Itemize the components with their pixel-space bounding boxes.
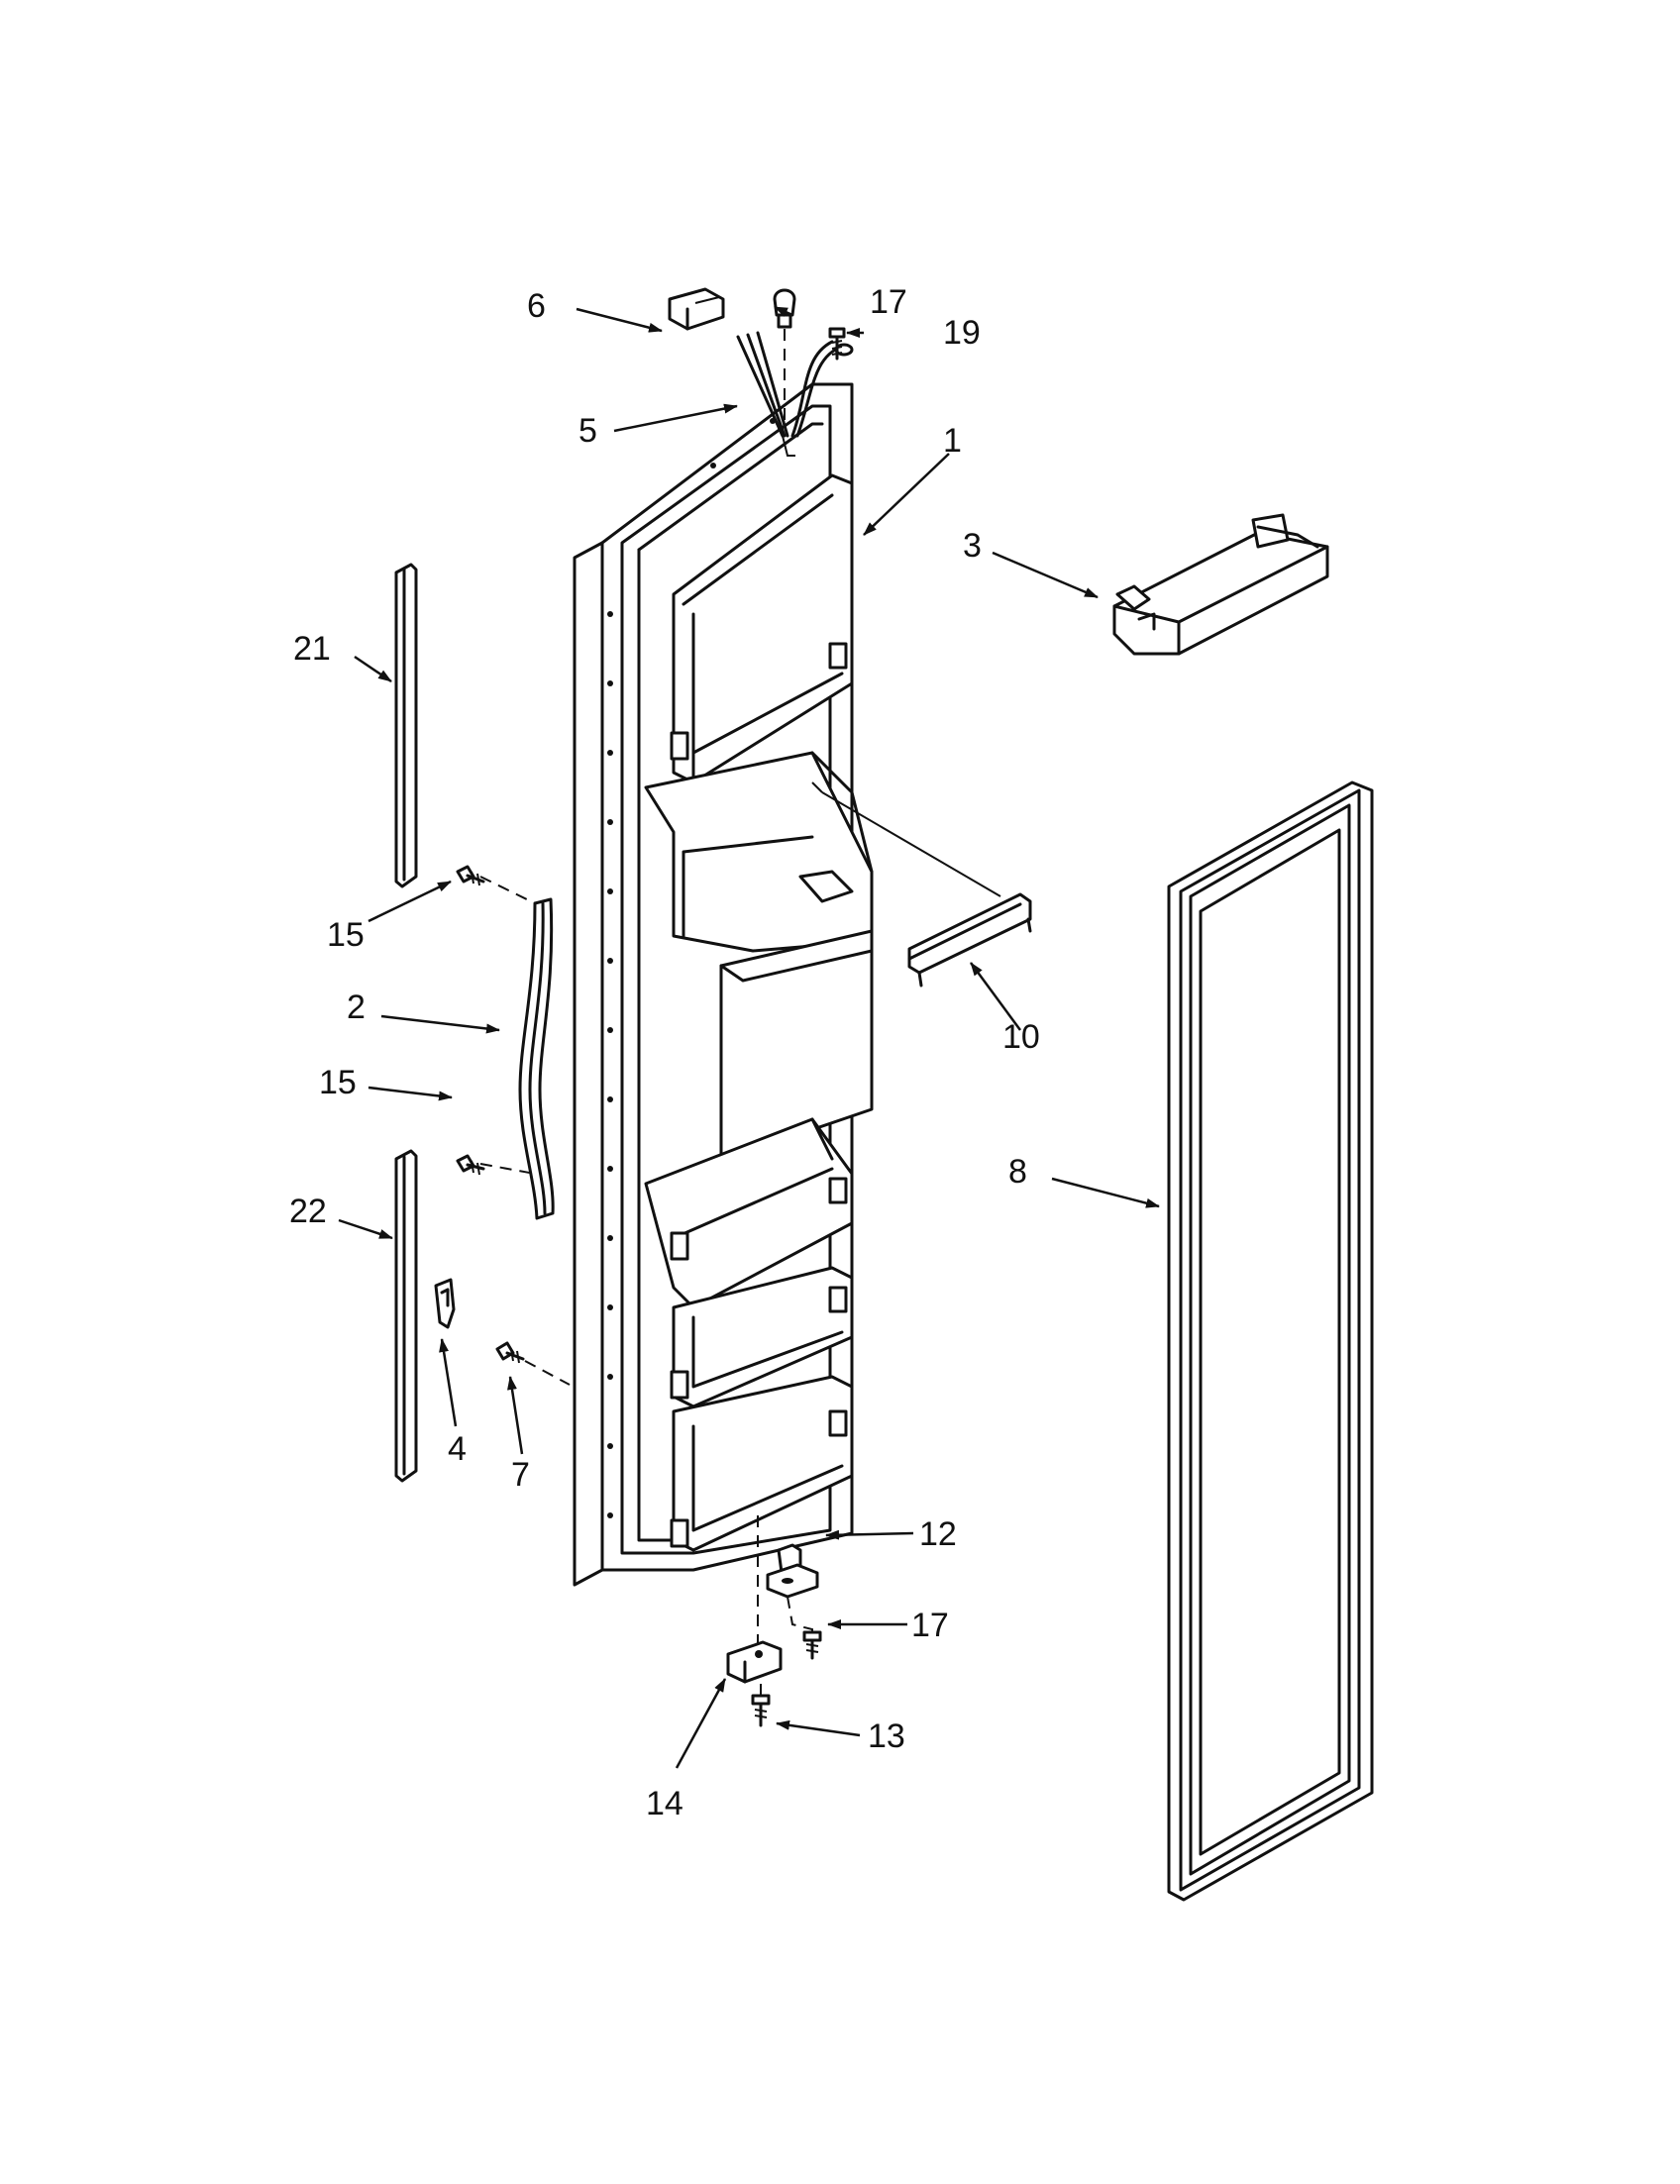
callout-13: 13 — [868, 1717, 905, 1755]
callout-14: 14 — [646, 1785, 683, 1822]
callout-7: 7 — [511, 1456, 530, 1494]
callout-labels: 6 5 17 19 1 3 21 15 2 15 22 4 7 10 8 12 … — [289, 283, 1040, 1822]
callout-4: 4 — [448, 1430, 467, 1468]
callout-21: 21 — [293, 630, 331, 668]
door-edge-holes — [607, 418, 776, 1518]
screw-part-13 — [751, 1684, 771, 1727]
screw-part-17 — [802, 1630, 822, 1660]
dispenser-housing — [644, 751, 1001, 1156]
callout-8: 8 — [1008, 1153, 1027, 1191]
door-handle-part — [479, 876, 555, 1220]
screw-part-19 — [828, 327, 846, 361]
callout-5: 5 — [578, 412, 597, 450]
callout-15a: 15 — [327, 916, 365, 954]
door-gasket-part — [1167, 780, 1374, 1902]
trim-clip-part — [434, 1278, 456, 1329]
callout-16: 17 — [870, 283, 907, 321]
wire-connector-part — [668, 287, 725, 331]
callout-1: 1 — [943, 422, 962, 460]
callout-10: 10 — [1002, 1018, 1040, 1056]
lower-trim-strip-part — [394, 1149, 418, 1483]
callout-arrows — [338, 305, 1160, 1769]
handle-screw-lower — [456, 1154, 485, 1176]
callout-3: 3 — [963, 527, 982, 565]
dispenser-trim-part — [907, 892, 1032, 988]
upper-trim-strip-part — [394, 563, 418, 888]
lower-door-bins — [644, 1117, 854, 1552]
upper-door-bin — [670, 473, 854, 784]
hinge-pin-part — [766, 1543, 819, 1644]
handle-screw-upper — [456, 865, 485, 886]
screw-part-7 — [495, 1341, 571, 1386]
callout-6: 6 — [527, 287, 546, 325]
hinge-bracket-part — [726, 1515, 783, 1684]
callout-22: 22 — [289, 1193, 327, 1230]
callout-19: 19 — [943, 314, 981, 352]
callout-2: 2 — [347, 988, 366, 1026]
wire-harness-part — [736, 331, 854, 457]
callout-15b: 15 — [319, 1064, 357, 1101]
door-bin-part — [1112, 513, 1329, 656]
callout-17: 17 — [911, 1607, 949, 1644]
callout-12: 12 — [919, 1515, 957, 1553]
